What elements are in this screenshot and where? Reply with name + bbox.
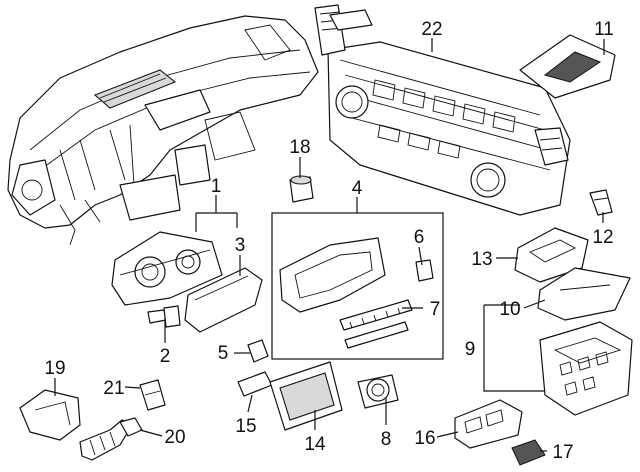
callout-14: 14 <box>304 434 326 455</box>
part-19-bracket <box>19 389 81 441</box>
callout-20: 20 <box>164 427 185 448</box>
part-21-sensor <box>139 379 166 411</box>
part-20-duct-hose <box>79 417 143 461</box>
part-10-cover <box>537 267 631 321</box>
part-8-ignition-switch <box>357 374 399 409</box>
part-17-switch <box>511 439 546 466</box>
part-13-module <box>514 227 589 283</box>
callout-2: 2 <box>160 346 171 367</box>
callout-16: 16 <box>414 428 435 449</box>
callout-22: 22 <box>421 19 442 40</box>
part-7-strip <box>339 299 413 349</box>
part-22-climate-control-unit <box>314 4 571 216</box>
callout-13: 13 <box>471 249 492 270</box>
part-2-bulb <box>147 305 181 328</box>
part-9-junction-block <box>539 321 633 416</box>
callout-12: 12 <box>592 227 613 248</box>
part-4-cluster-housing <box>279 237 386 313</box>
part-5-clip <box>247 339 269 363</box>
part-15-switch <box>237 371 273 397</box>
callout-10: 10 <box>499 299 520 320</box>
callout-labels: 1 2 3 4 5 6 7 8 9 10 11 12 13 14 15 16 1… <box>44 19 613 463</box>
callout-15: 15 <box>235 416 256 437</box>
part-12-bracket <box>589 189 613 216</box>
leader-lines <box>54 38 605 452</box>
callout-7: 7 <box>430 299 441 320</box>
part-16-switch-panel <box>454 399 523 449</box>
callout-6: 6 <box>414 227 425 248</box>
part-18-knob <box>289 175 314 203</box>
callout-8: 8 <box>381 429 392 450</box>
part-3-cluster-lens <box>184 267 263 333</box>
callout-4: 4 <box>352 178 363 199</box>
callout-1: 1 <box>211 176 222 197</box>
part-14-display <box>269 361 343 431</box>
instrument-panel <box>7 15 319 246</box>
callout-17: 17 <box>552 442 573 463</box>
part-6-clip <box>415 259 434 282</box>
callout-3: 3 <box>235 235 246 256</box>
callout-5: 5 <box>218 343 229 364</box>
callout-11: 11 <box>594 19 614 40</box>
callout-9: 9 <box>465 339 476 360</box>
part-11-bezel-trim <box>519 34 616 99</box>
callout-19: 19 <box>44 358 65 379</box>
callout-18: 18 <box>289 137 310 158</box>
part-1-instrument-cluster <box>111 231 223 306</box>
callout-21: 21 <box>103 378 124 399</box>
